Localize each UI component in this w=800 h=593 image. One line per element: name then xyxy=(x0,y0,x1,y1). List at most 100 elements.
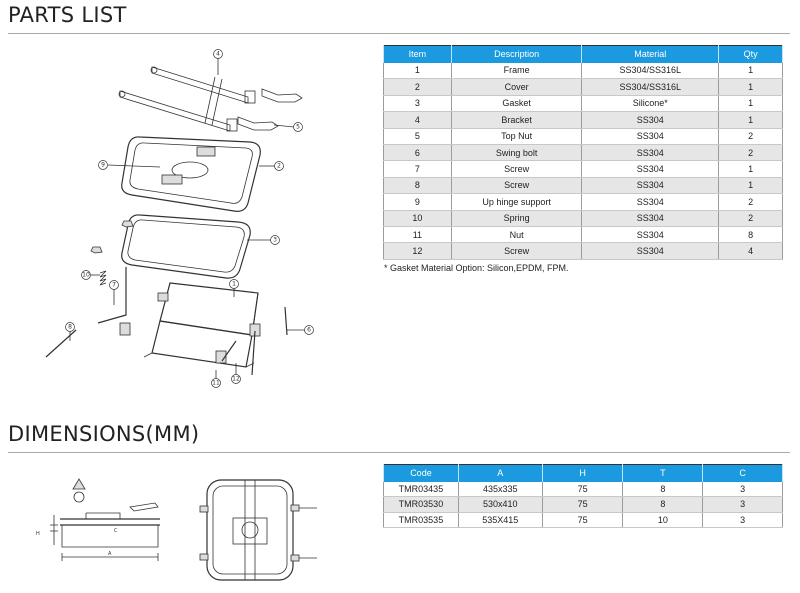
cell-h: 75 xyxy=(541,481,624,498)
swing-bolt xyxy=(293,507,317,559)
spring-part xyxy=(99,270,107,286)
cell-material: SS304 xyxy=(581,160,720,178)
svg-text:6: 6 xyxy=(307,327,311,334)
cell-item: 12 xyxy=(383,242,452,260)
callout-item-7: 7 xyxy=(109,280,119,305)
cell-item: 6 xyxy=(383,144,452,162)
column-header-item: Item xyxy=(383,45,452,63)
dimensions-divider xyxy=(8,452,790,453)
bracket-bar xyxy=(244,480,256,580)
column-header-c: C xyxy=(702,464,783,482)
cell-item: 5 xyxy=(383,128,452,145)
svg-text:12: 12 xyxy=(232,376,240,383)
cell-description: Up hinge support xyxy=(450,193,583,211)
cover-part xyxy=(121,136,261,212)
cell-qty: 1 xyxy=(718,111,783,129)
svg-text:5: 5 xyxy=(296,124,300,131)
cell-qty: 1 xyxy=(718,160,783,178)
cell-qty: 2 xyxy=(718,128,783,145)
callout-item-2: 2 xyxy=(259,161,284,171)
callout-item-3: 3 xyxy=(247,235,280,245)
parts-list-divider xyxy=(8,33,790,34)
nut-part xyxy=(121,220,134,228)
center-plate xyxy=(232,517,268,545)
cell-material: SS304 xyxy=(581,177,720,195)
parts-list-title: PARTS LIST xyxy=(8,3,127,27)
gasket-material-footnote: * Gasket Material Option: Silicon,EPDM, … xyxy=(384,263,569,273)
column-header-qty: Qty xyxy=(718,45,783,63)
svg-text:7: 7 xyxy=(112,282,116,289)
gasket-part xyxy=(121,214,251,279)
cell-description: Screw xyxy=(450,177,583,195)
callout-item-11: 11 xyxy=(211,370,221,388)
parts-table-header: Item Description Material Qty xyxy=(383,45,783,63)
cell-h: 75 xyxy=(541,496,624,513)
swing-bolt-part xyxy=(284,306,288,336)
svg-text:9: 9 xyxy=(101,162,105,169)
cell-code: TMR03435 xyxy=(383,481,459,498)
cell-qty: 2 xyxy=(718,193,783,211)
nut-part xyxy=(90,246,103,254)
cell-item: 7 xyxy=(383,160,452,178)
cell-item: 1 xyxy=(383,62,452,80)
cell-material: SS304/SS316L xyxy=(581,62,720,80)
cell-item: 10 xyxy=(383,210,452,227)
callout-item-6: 6 xyxy=(287,325,314,335)
cell-material: SS304 xyxy=(581,128,720,145)
svg-text:4: 4 xyxy=(216,51,220,58)
cell-description: Top Nut xyxy=(450,128,583,145)
cell-material: SS304/SS316L xyxy=(581,78,720,96)
center-boss xyxy=(241,521,259,539)
cell-description: Gasket xyxy=(450,95,583,113)
cell-description: Frame xyxy=(450,62,583,80)
cell-qty: 1 xyxy=(718,177,783,195)
cell-item: 2 xyxy=(383,78,452,96)
cell-qty: 2 xyxy=(718,210,783,227)
callout-item-12: 12 xyxy=(231,363,241,384)
exploded-view-drawing: 4 5 9 2 3 10 7 1 8 6 12 11 xyxy=(45,49,314,388)
cell-t: 10 xyxy=(622,512,704,528)
cell-item: 11 xyxy=(383,226,452,244)
dimensions-title: DIMENSIONS(MM) xyxy=(8,422,200,446)
cell-description: Nut xyxy=(450,226,583,244)
svg-text:10: 10 xyxy=(82,272,90,279)
column-header-description: Description xyxy=(450,45,583,63)
callout-item-8: 8 xyxy=(65,322,75,341)
dim-h-label: H xyxy=(36,531,40,537)
column-header-material: Material xyxy=(581,45,720,63)
cell-h: 75 xyxy=(541,512,624,528)
cell-material: SS304 xyxy=(581,144,720,162)
cell-qty: 8 xyxy=(718,226,783,244)
frame-part xyxy=(119,282,261,368)
dimensions-table-header: Code A H T C xyxy=(383,464,783,482)
dim-c-label: C xyxy=(114,528,118,534)
outer-frame xyxy=(206,479,294,581)
screw-part xyxy=(45,329,77,358)
screw-part xyxy=(221,340,237,362)
cell-description: Cover xyxy=(450,78,583,96)
cell-item: 8 xyxy=(383,177,452,195)
handwheel-icon xyxy=(73,491,85,503)
callout-item-5: 5 xyxy=(273,122,303,132)
side-view-drawing: A H C xyxy=(36,478,160,561)
cell-c: 3 xyxy=(702,496,783,513)
cell-item: 3 xyxy=(383,95,452,113)
column-header-t: T xyxy=(622,464,704,482)
cell-c: 3 xyxy=(702,481,783,498)
column-header-a: A xyxy=(457,464,543,482)
cell-material: SS304 xyxy=(581,193,720,211)
callout-item-9: 9 xyxy=(98,160,161,170)
